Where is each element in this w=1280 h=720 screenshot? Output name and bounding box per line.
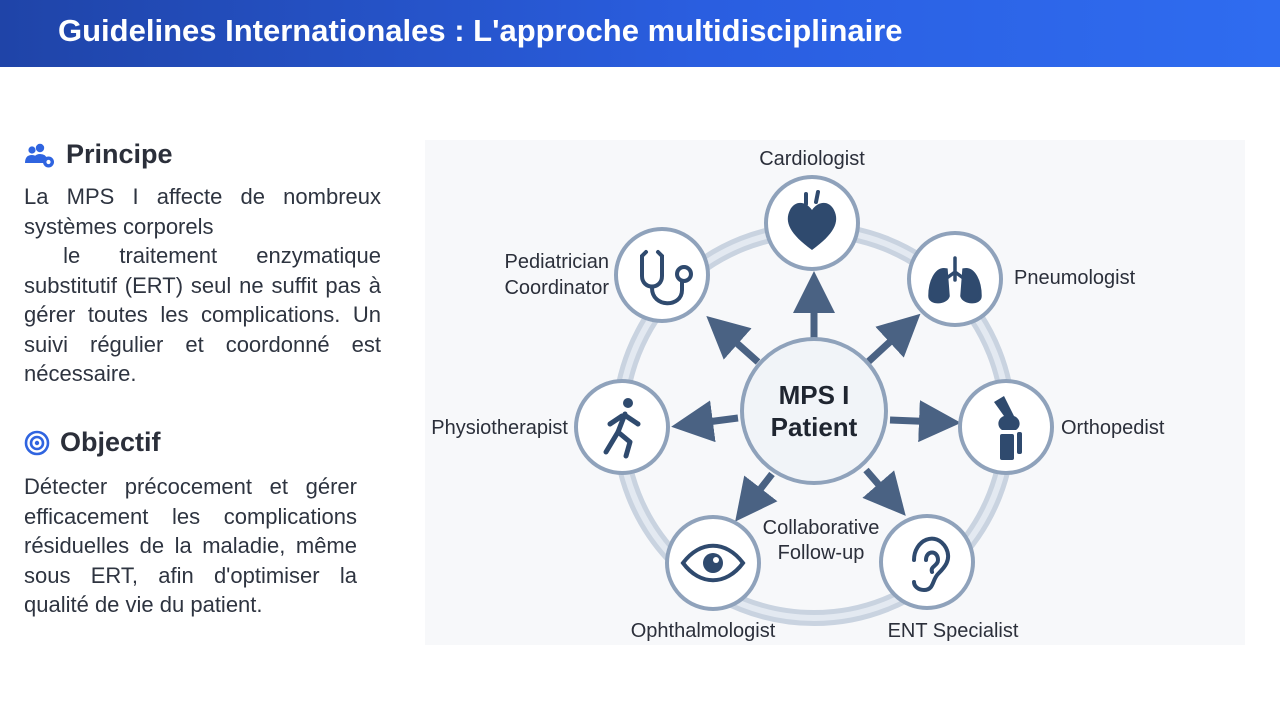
- label-cardiologist: Cardiologist: [759, 148, 865, 170]
- knee-joint-icon: [994, 396, 1022, 460]
- running-person-icon: [603, 398, 641, 459]
- objectif-text: Détecter précocement et gérer efficaceme…: [24, 474, 357, 617]
- target-icon: [24, 430, 50, 456]
- arrows: [671, 271, 961, 522]
- center-node: [740, 337, 888, 485]
- heart-icon: [787, 190, 837, 250]
- label-ophthalmologist: Ophthalmologist: [631, 620, 776, 642]
- stethoscope-icon: [640, 250, 693, 306]
- label-collaborative-1: Collaborative: [763, 517, 880, 539]
- eye-icon: [680, 543, 746, 583]
- arrow-orthopedist: [889, 400, 961, 443]
- principe-text: La MPS I affecte de nombreux systèmes co…: [24, 182, 381, 389]
- lungs-icon: [928, 256, 982, 304]
- label-pediatrician-1: Pediatrician: [504, 251, 609, 273]
- label-ent: ENT Specialist: [888, 620, 1019, 642]
- node-ent: [879, 514, 975, 610]
- label-pediatrician-2: Coordinator: [504, 277, 609, 299]
- principe-line-2: le traitement enzymatique substitutif (E…: [24, 243, 388, 386]
- ear-icon: [912, 536, 951, 593]
- header-bar: Guidelines Internationales : L'approche …: [0, 0, 1280, 67]
- arrow-ophthalmologist: [735, 471, 778, 522]
- label-orthopedist: Orthopedist: [1061, 417, 1165, 439]
- center-label-2: Patient: [771, 412, 858, 442]
- users-gear-icon: [24, 141, 56, 169]
- arrow-pediatrician: [706, 316, 761, 365]
- objectif-heading: Objectif: [24, 427, 161, 458]
- objectif-title: Objectif: [60, 427, 161, 457]
- principe-title: Principe: [66, 139, 173, 169]
- label-pneumologist: Pneumologist: [1014, 267, 1136, 289]
- principe-line-1: La MPS I affecte de nombreux systèmes co…: [24, 184, 381, 239]
- arrow-pneumologist: [865, 313, 921, 365]
- label-physiotherapist: Physiotherapist: [431, 417, 568, 439]
- label-collaborative-2: Follow-up: [778, 542, 865, 564]
- page-title: Guidelines Internationales : L'approche …: [58, 13, 903, 48]
- arrow-ent: [862, 467, 906, 516]
- arrow-physiotherapist: [671, 400, 739, 443]
- center-label-1: MPS I: [779, 380, 850, 410]
- principe-heading: Principe: [24, 139, 173, 170]
